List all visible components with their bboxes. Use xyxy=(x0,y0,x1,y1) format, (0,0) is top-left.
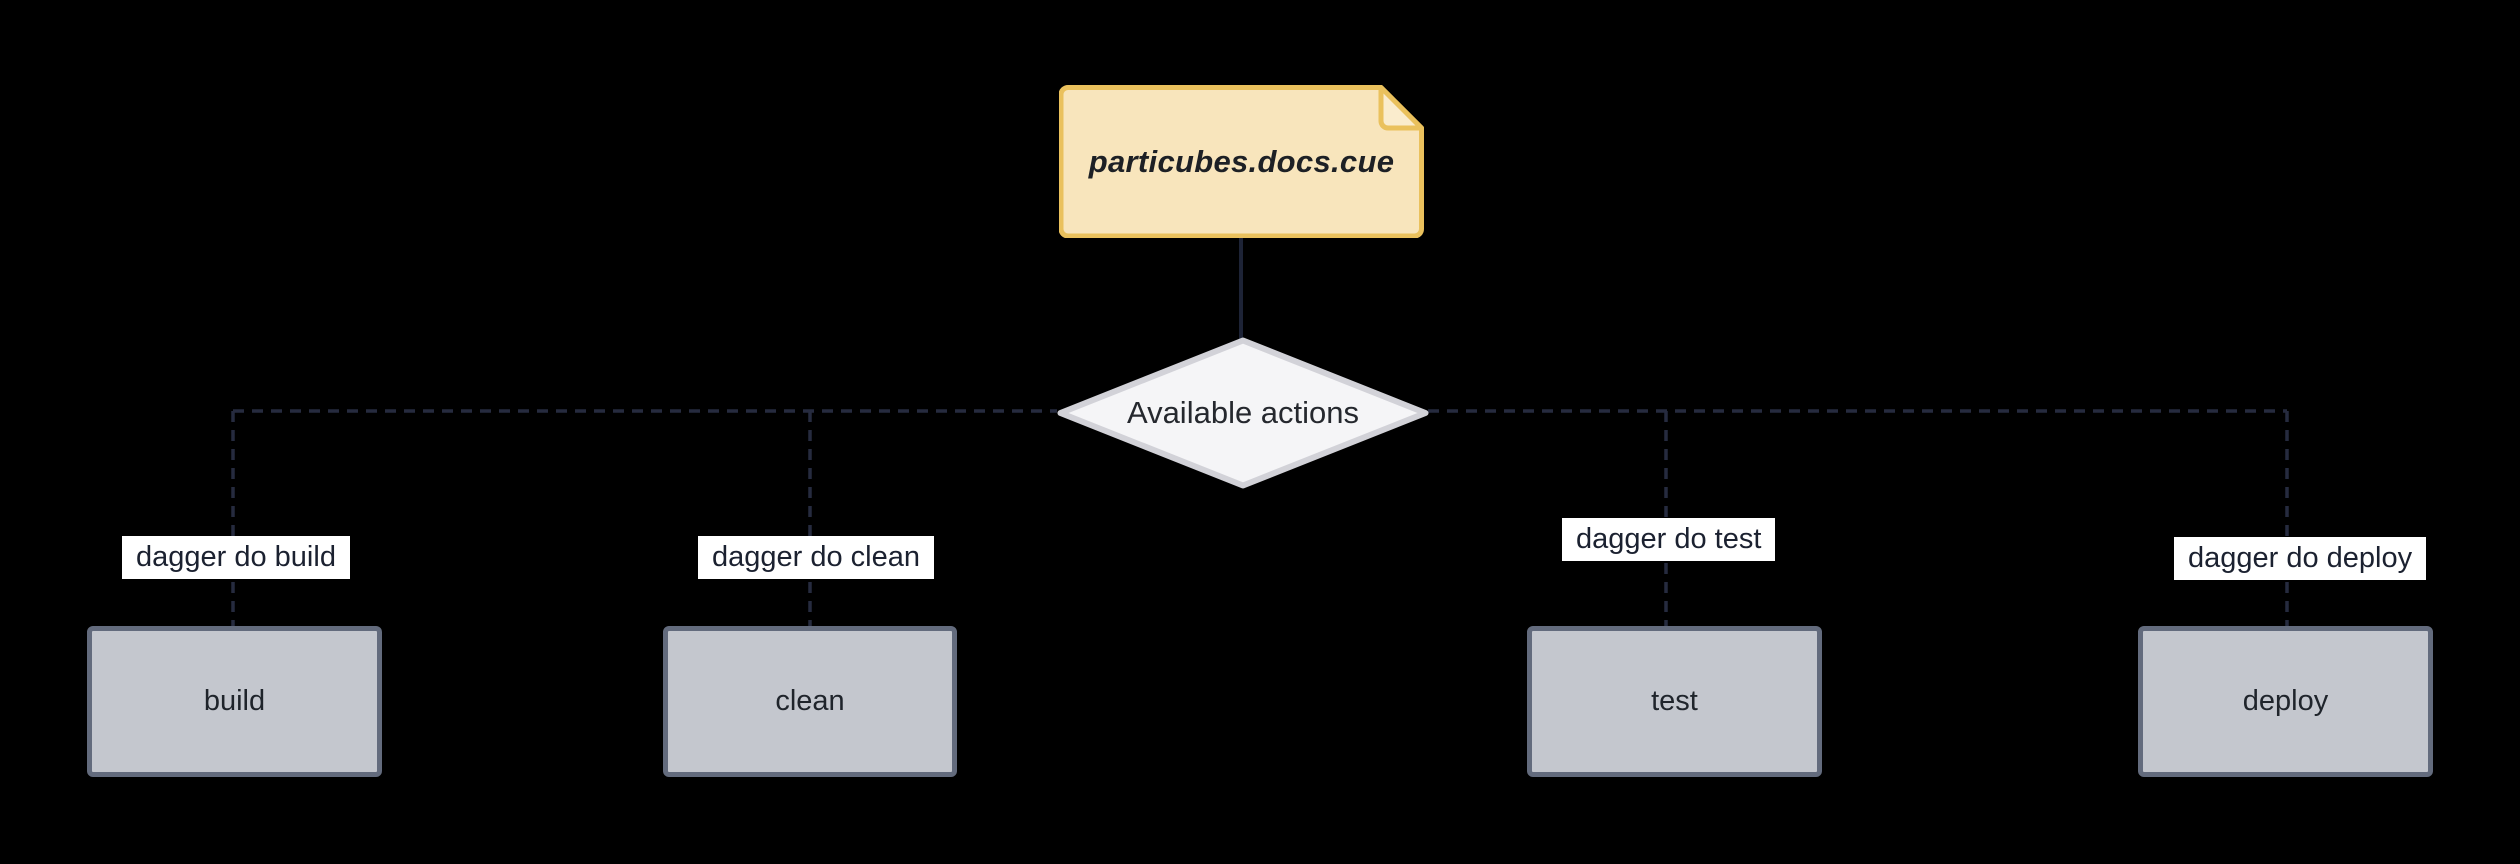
source-file-label: particubes.docs.cue xyxy=(1088,143,1395,179)
node-source-file: particubes.docs.cue xyxy=(1059,85,1424,238)
node-available-actions: Available actions xyxy=(1057,337,1429,489)
document-shape-icon xyxy=(1059,85,1424,238)
node-build-label: build xyxy=(203,685,266,717)
available-actions-label: Available actions xyxy=(1126,395,1360,430)
node-test: test xyxy=(1527,626,1822,777)
node-deploy-label: deploy xyxy=(2242,685,2329,717)
node-test-label: test xyxy=(1651,685,1698,717)
node-deploy: deploy xyxy=(2138,626,2433,777)
diamond-shape-icon xyxy=(1057,337,1429,489)
edge-label-dagger-do-test: dagger do test xyxy=(1562,518,1776,561)
node-clean-label: clean xyxy=(775,685,845,717)
edge-label-dagger-do-build: dagger do build xyxy=(122,536,350,579)
edge-label-dagger-do-deploy: dagger do deploy xyxy=(2174,537,2427,580)
node-build: build xyxy=(87,626,382,777)
node-clean: clean xyxy=(663,626,957,777)
edge-label-dagger-do-clean: dagger do clean xyxy=(698,536,934,579)
